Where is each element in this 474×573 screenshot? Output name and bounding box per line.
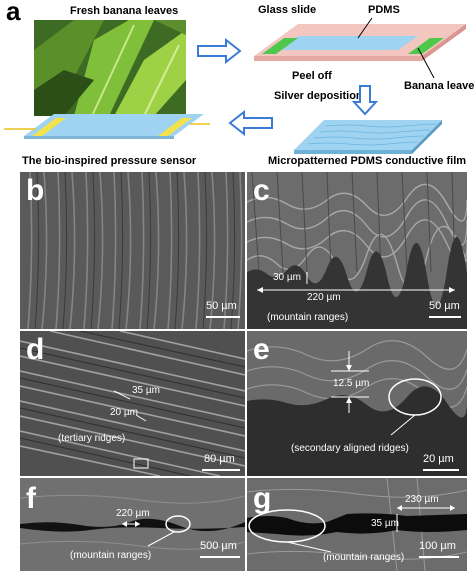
panel-g-scalebar (419, 556, 459, 558)
panel-f-width-label: 220 µm (116, 508, 150, 519)
panel-e-letter: e (253, 333, 270, 366)
arrow-down-icon (352, 85, 378, 116)
sem-panel-e: e 12.5 µm (secondary aligned ridges) 20 … (247, 331, 467, 476)
panel-c-height-label: 30 µm (273, 272, 301, 283)
panel-d-letter: d (26, 333, 45, 366)
sem-panel-b: b 50 µm (20, 172, 245, 329)
glass-slide-label: Glass slide (258, 4, 317, 16)
panel-d-scale: 80 µm (204, 453, 235, 465)
panel-c-scalebar (429, 316, 461, 318)
panel-c-scale: 50 µm (429, 300, 460, 312)
film-label: Micropatterned PDMS conductive film (268, 155, 467, 167)
panel-e-scalebar (423, 469, 459, 471)
panel-e-scale: 20 µm (423, 453, 454, 465)
sensor-schematic (4, 114, 210, 139)
panel-f-scalebar (200, 556, 240, 558)
panel-d-note: (tertiary ridges) (58, 433, 126, 444)
sem-panel-d: d 35 µm 20 µm (tertiary ridges) 80 µm (20, 331, 245, 476)
panel-b-scale: 50 µm (206, 300, 237, 312)
panel-c-width-label: 220 µm (307, 292, 341, 303)
sensor-label: The bio-inspired pressure sensor (22, 155, 197, 167)
panel-b-scalebar (206, 316, 240, 318)
panel-c-note: (mountain ranges) (267, 312, 349, 323)
panel-d-20-label: 20 µm (110, 407, 138, 418)
panel-f-scale: 500 µm (200, 540, 237, 552)
panel-g-width-label: 230 µm (405, 494, 439, 505)
sem-panel-g: g 230 µm 35 µm (mountain ranges) 100 µm (247, 478, 467, 571)
panel-a: a Fresh banana leaves Glass slide PDMS B… (0, 0, 474, 172)
panel-g-note: (mountain ranges) (323, 552, 405, 563)
banana-leave-label: Banana leave (404, 80, 474, 92)
panel-d-35-label: 35 µm (132, 385, 160, 396)
panel-g-scale: 100 µm (419, 540, 456, 552)
panel-e-height-label: 12.5 µm (333, 378, 370, 389)
pdms-label: PDMS (368, 4, 400, 16)
panel-b-letter: b (26, 174, 45, 207)
panel-a-letter: a (6, 0, 21, 26)
panel-g-height-label: 35 µm (371, 518, 399, 529)
fresh-leaves-label: Fresh banana leaves (70, 5, 179, 17)
slide-schematic (254, 17, 466, 79)
sem-panel-f: f 220 µm (mountain ranges) 500 µm (20, 478, 245, 571)
panel-f-letter: f (26, 482, 36, 515)
arrow-right-icon (197, 38, 242, 64)
panel-c-letter: c (253, 174, 270, 207)
film-schematic (294, 120, 442, 154)
peel-off-label: Peel off (292, 70, 332, 82)
banana-leaf-photo (34, 20, 186, 116)
panel-g-letter: g (253, 482, 272, 515)
arrow-left-icon (228, 110, 273, 136)
panel-d-scalebar (202, 469, 240, 471)
sem-panel-c: c 30 µm 220 µm (mountain ranges) 50 µm (247, 172, 467, 329)
silver-deposition-label: Silver deposition (274, 90, 363, 102)
panel-f-note: (mountain ranges) (70, 550, 152, 561)
panel-e-note: (secondary aligned ridges) (291, 443, 409, 454)
